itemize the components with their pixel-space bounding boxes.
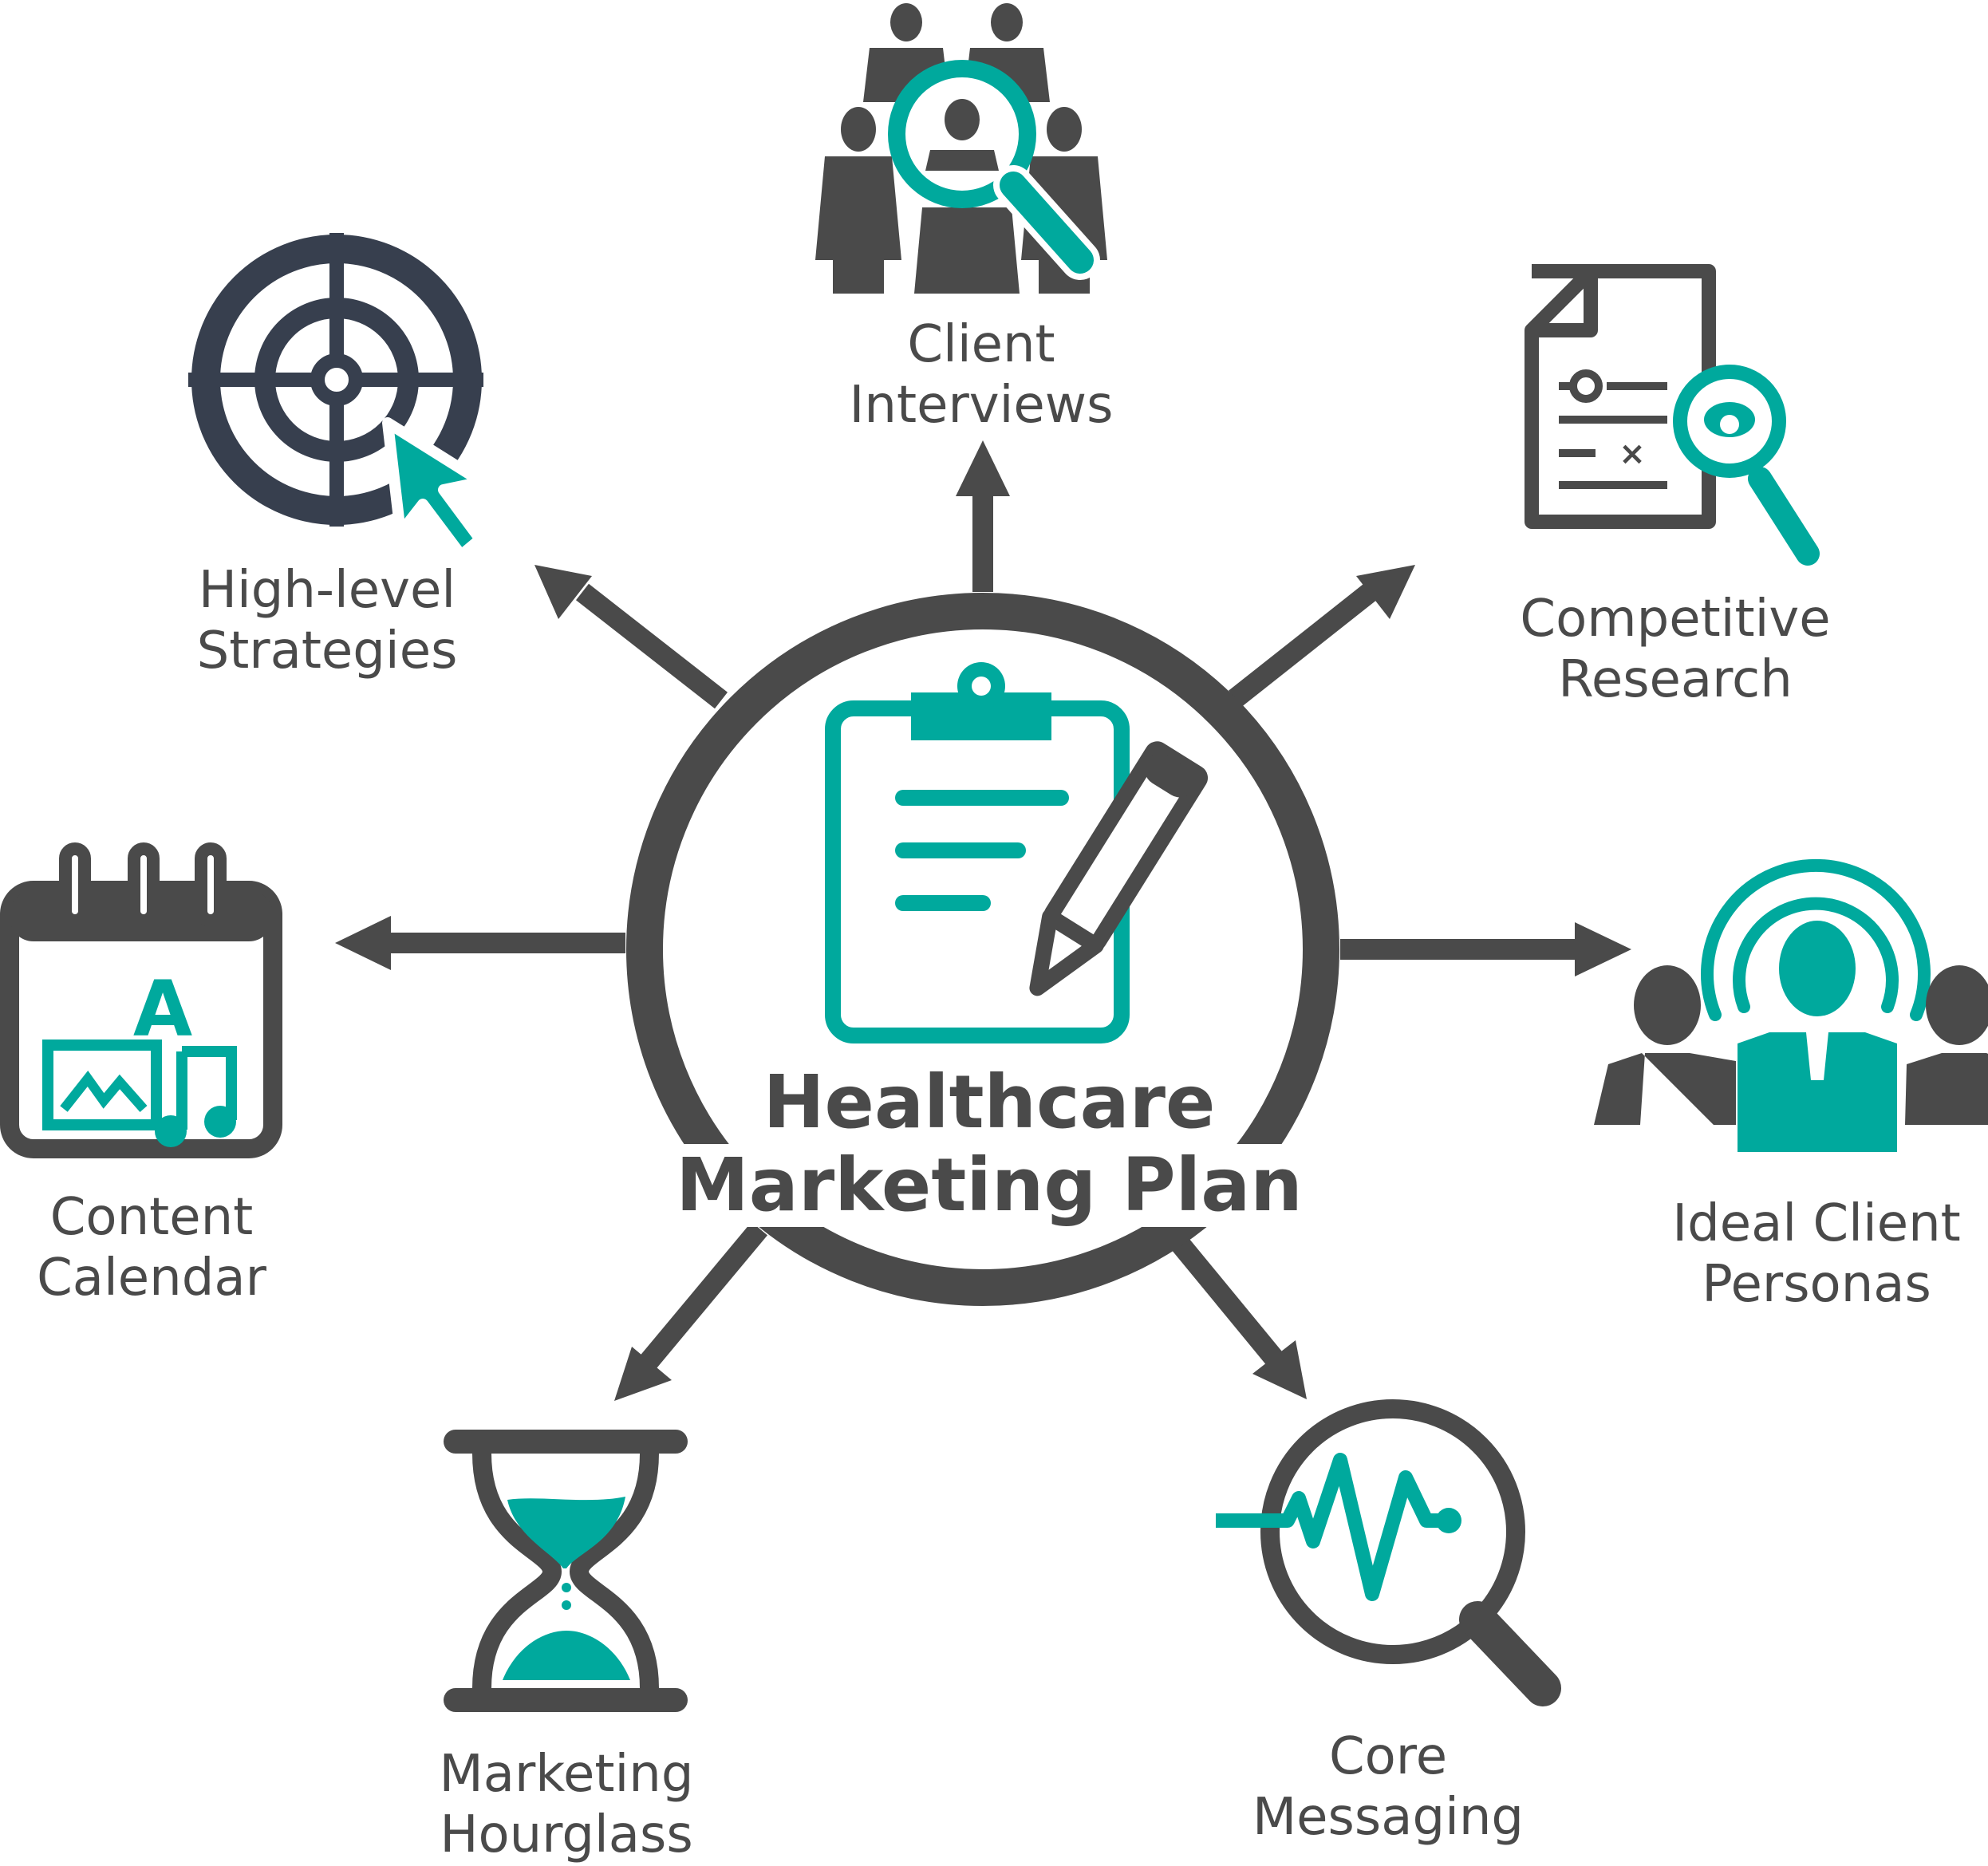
label-competitive-research: Competitive Research (1484, 589, 1867, 710)
persona-group-icon (1594, 858, 1988, 1152)
clipboard-pencil-icon (825, 662, 1209, 1043)
label-marketing-hourglass-line1: Marketing (439, 1745, 694, 1804)
label-client-interviews-line1: Client (907, 315, 1055, 374)
label-high-level-strategies-line2: Strategies (196, 621, 458, 681)
document-magnifier-icon: × (1525, 264, 1820, 566)
arrows (335, 440, 1631, 1401)
svg-text:A: A (133, 965, 192, 1054)
label-client-interviews-line2: Interviews (849, 376, 1114, 435)
label-core-messaging: Core Messaging (1197, 1726, 1580, 1848)
hourglass-icon (444, 1430, 688, 1712)
arrow-to-competitive-research (1228, 565, 1415, 708)
center-title: Healthcare Marketing Plan (606, 1061, 1372, 1227)
label-competitive-research-line2: Research (1558, 650, 1793, 709)
label-ideal-client-personas: Ideal Client Personas (1645, 1193, 1988, 1315)
center-title-line1: Healthcare (755, 1061, 1224, 1144)
label-core-messaging-line2: Messaging (1252, 1788, 1525, 1847)
people-magnifier-icon (815, 3, 1107, 294)
label-content-calendar-line2: Calendar (37, 1249, 266, 1308)
arrow-to-core-messaging (1164, 1228, 1307, 1399)
label-core-messaging-line1: Core (1328, 1727, 1448, 1786)
label-client-interviews: Client Interviews (798, 314, 1165, 436)
center-title-line2: Marketing Plan (668, 1144, 1311, 1227)
arrow-to-content-calendar (335, 916, 625, 970)
label-content-calendar: Content Calendar (0, 1187, 303, 1308)
pulse-magnifier-icon (1216, 1399, 1561, 1706)
calendar-media-icon: A (0, 842, 282, 1158)
label-ideal-client-personas-line1: Ideal Client (1672, 1194, 1961, 1253)
label-marketing-hourglass: Marketing Hourglass (375, 1744, 758, 1865)
label-competitive-research-line1: Competitive (1520, 590, 1831, 649)
svg-text:×: × (1619, 436, 1646, 472)
arrow-to-high-level-strategies (534, 565, 728, 709)
label-high-level-strategies: High-level Strategies (144, 560, 511, 681)
arrow-to-client-interviews (956, 440, 1010, 592)
label-marketing-hourglass-line2: Hourglass (440, 1805, 693, 1864)
label-ideal-client-personas-line2: Personas (1702, 1255, 1931, 1314)
arrow-to-marketing-hourglass (614, 1221, 767, 1401)
arrow-to-ideal-client-personas (1340, 922, 1631, 976)
label-high-level-strategies-line1: High-level (198, 561, 456, 620)
target-cursor-icon (188, 233, 487, 561)
label-content-calendar-line1: Content (49, 1188, 254, 1247)
